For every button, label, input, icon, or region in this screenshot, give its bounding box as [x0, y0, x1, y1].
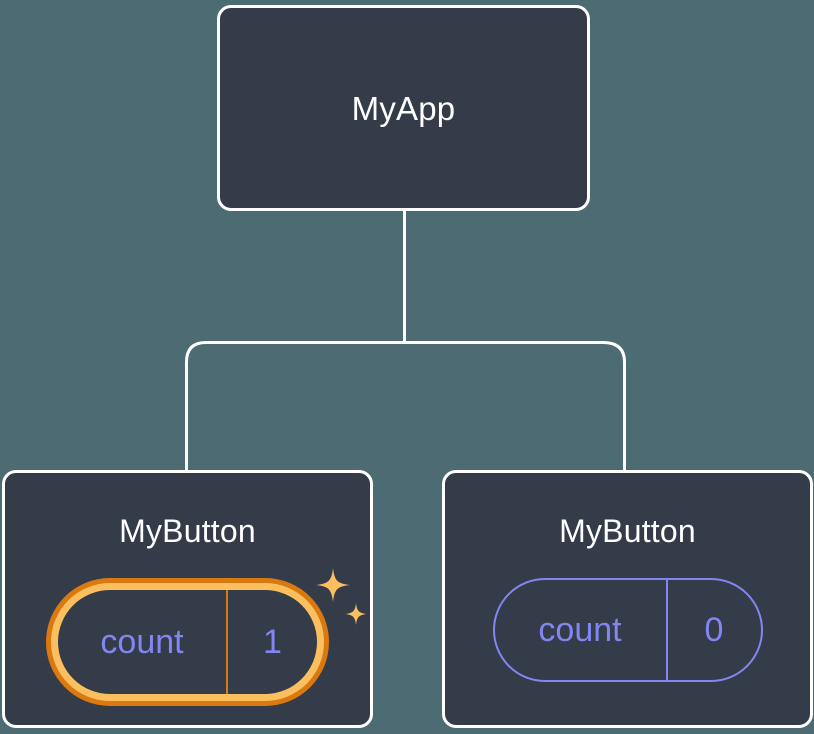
- state-value-label: 0: [665, 580, 761, 680]
- state-pill-wrapper: count 1: [46, 568, 367, 706]
- state-pill-wrapper: count 0: [492, 578, 763, 682]
- component-node-mybutton-highlighted[interactable]: MyButton count 1: [2, 470, 373, 728]
- component-node-label: MyButton: [119, 513, 256, 549]
- state-key-label: count: [538, 611, 622, 649]
- sparkle-small-icon: [345, 603, 367, 625]
- state-pill-highlighted[interactable]: count 1: [46, 578, 329, 706]
- state-key-label: count: [100, 623, 184, 661]
- component-node-label: MyApp: [351, 89, 456, 127]
- component-node-label: MyButton: [559, 513, 696, 549]
- sparkle-large-icon: [316, 568, 350, 602]
- component-node-myapp[interactable]: MyApp: [217, 5, 590, 211]
- state-pill-highlight-ring: count 1: [51, 583, 324, 701]
- sparkles-group: [316, 568, 367, 625]
- connector-branches: [185, 341, 626, 470]
- state-value-label: 1: [226, 590, 317, 694]
- state-pill-body: count 1: [58, 590, 317, 694]
- state-pill[interactable]: count 0: [492, 578, 763, 682]
- component-node-mybutton-plain[interactable]: MyButton count 0: [442, 470, 813, 728]
